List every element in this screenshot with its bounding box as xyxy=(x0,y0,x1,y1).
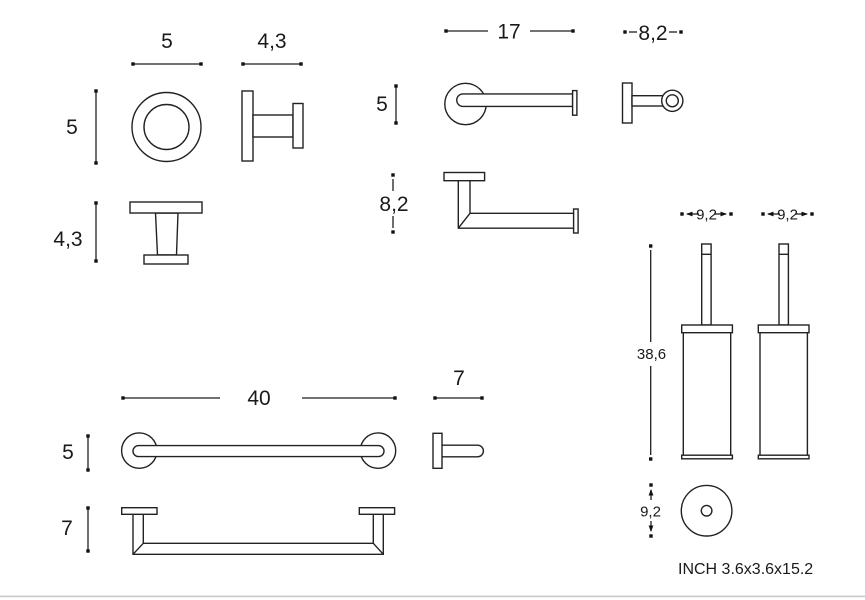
robe-hook-bottom-stem xyxy=(154,212,179,256)
towel-bar-side-view xyxy=(432,432,485,469)
robe-hook-knob-circle xyxy=(143,103,190,151)
paper-holder-side-depth-dimension: 8,2 xyxy=(623,22,683,45)
towel-bar-side-depth-dimension: 7 xyxy=(433,367,484,400)
towel-bar-top-right-plate xyxy=(358,507,396,516)
inch-conversion-note: INCH 3.6x3.6x15.2 xyxy=(678,561,813,578)
paper-holder-top-depth-dimension: 8,2 xyxy=(379,173,409,234)
toilet-brush-wall-view xyxy=(757,243,810,460)
toilet-brush-handle-2 xyxy=(778,243,790,326)
toilet-brush-height-dimension: 38,6 xyxy=(637,244,666,461)
paper-holder-top-arm xyxy=(457,180,574,229)
paper-holder-top-view xyxy=(443,171,579,234)
towel-bar-top-left-plate xyxy=(120,507,158,516)
robe-hook-bottom-view xyxy=(129,201,203,265)
robe-hook-front-width-dimension: 5 xyxy=(131,30,203,66)
robe-hook-front-height-label: 5 xyxy=(66,116,78,139)
towel-bar-front-width-dimension: 40 xyxy=(121,387,397,410)
robe-hook-stem xyxy=(252,114,294,138)
robe-hook-wall-plate xyxy=(241,90,254,162)
paper-holder-side-depth-label: 8,2 xyxy=(638,22,667,45)
paper-holder-side-bar-inner xyxy=(665,94,679,108)
paper-holder-side-view xyxy=(621,82,684,124)
robe-hook-side-view xyxy=(241,90,304,162)
toilet-brush-top-inner-circle xyxy=(700,504,713,517)
toilet-brush-height-label: 38,6 xyxy=(637,346,666,363)
towel-bar-top-view xyxy=(120,507,396,555)
toilet-brush-body-2 xyxy=(759,332,809,456)
toilet-brush-width-label-wall: 9,2 xyxy=(777,207,798,224)
paper-holder-front-height-dimension: 5 xyxy=(376,84,398,125)
paper-holder-front-view xyxy=(444,82,578,126)
bottom-divider xyxy=(0,595,865,598)
towel-bar-front-height-label: 5 xyxy=(62,441,74,464)
toilet-brush-width-dimension-freestanding: 9,2 xyxy=(680,207,733,224)
paper-holder-top-depth-label: 8,2 xyxy=(379,193,408,216)
toilet-brush-top-view xyxy=(680,484,733,537)
paper-holder-end-cap xyxy=(571,89,578,116)
robe-hook-front-width-label: 5 xyxy=(161,30,173,53)
towel-bar-side-wall-plate xyxy=(432,432,443,469)
robe-hook-bottom-flange xyxy=(143,254,189,265)
robe-hook-side-depth-dimension: 4,3 xyxy=(241,30,303,66)
toilet-brush-width-label-freestanding: 9,2 xyxy=(696,207,717,224)
robe-hook-end-flange xyxy=(292,102,304,149)
towel-bar-rail xyxy=(132,444,385,458)
toilet-brush-top-diameter-label: 9,2 xyxy=(640,504,661,521)
robe-hook-side-depth-label: 4,3 xyxy=(257,30,286,53)
paper-holder-side-wall-plate xyxy=(621,82,633,124)
robe-hook-bottom-height-dimension: 4,3 xyxy=(53,201,98,263)
towel-bar-front-height-dimension: 5 xyxy=(62,434,90,472)
paper-holder-bar xyxy=(456,93,574,108)
paper-holder-front-width-label: 17 xyxy=(497,21,520,44)
robe-hook-front-height-dimension: 5 xyxy=(66,89,98,165)
paper-holder-side-stem xyxy=(631,94,667,107)
toilet-brush-top-diameter-dimension: 9,2 xyxy=(640,483,661,538)
towel-bar-top-channel xyxy=(132,514,384,555)
paper-holder-front-width-dimension: 17 xyxy=(444,21,575,44)
towel-bar-top-depth-dimension: 7 xyxy=(61,506,90,553)
robe-hook-bottom-plate xyxy=(129,201,203,214)
towel-bar-front-width-label: 40 xyxy=(247,387,270,410)
toilet-brush-base xyxy=(681,454,734,460)
towel-bar-side-bar xyxy=(442,444,485,458)
toilet-brush-width-dimension-wall: 9,2 xyxy=(761,207,814,224)
paper-holder-front-height-label: 5 xyxy=(376,93,388,116)
robe-hook-front-view xyxy=(131,91,202,163)
toilet-brush-base-2 xyxy=(757,454,810,460)
towel-bar-top-depth-label: 7 xyxy=(61,517,73,540)
toilet-brush-body xyxy=(682,332,732,456)
toilet-brush-lid xyxy=(681,324,734,334)
towel-bar-front-view xyxy=(120,432,397,469)
towel-bar-side-depth-label: 7 xyxy=(453,367,465,390)
robe-hook-bottom-depth-label: 4,3 xyxy=(53,228,82,251)
toilet-brush-handle xyxy=(701,243,712,326)
paper-holder-top-wall-plate xyxy=(443,171,486,182)
toilet-brush-freestanding-view xyxy=(681,243,734,460)
toilet-brush-lid-2 xyxy=(757,324,810,334)
paper-holder-top-end-cap xyxy=(572,208,579,234)
